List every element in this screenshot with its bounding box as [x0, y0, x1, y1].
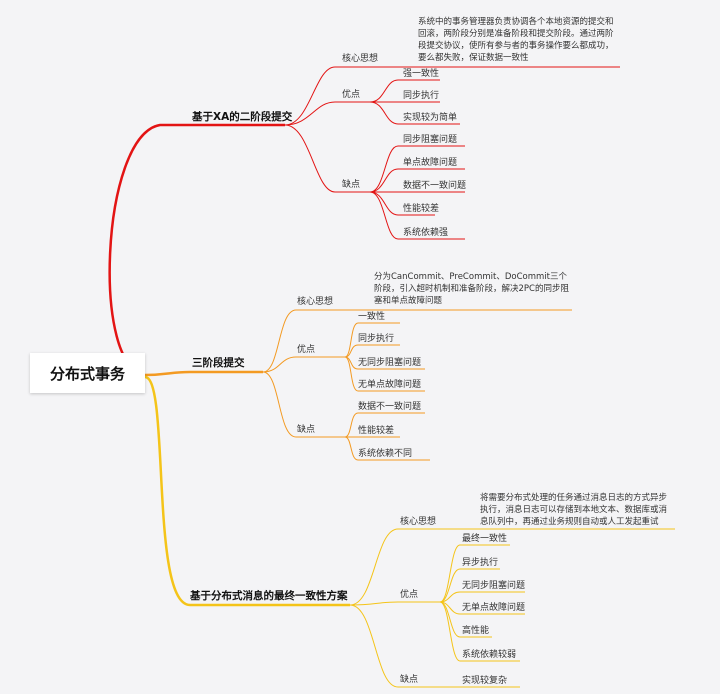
- mq-pro-item: 高性能: [462, 626, 490, 636]
- mq-core-text: 将需要分布式处理的任务通过消息日志的方式异步执行，消息日志可以存储到本地文本、数…: [480, 493, 668, 527]
- xa-con-item: 性能较差: [403, 204, 440, 214]
- 3pc-pro-item: 无单点故障问题: [358, 380, 422, 390]
- mq-pros-label: 优点: [400, 590, 419, 600]
- xa-con-item: 系统依赖强: [403, 228, 449, 238]
- 3pc-pros-label: 优点: [297, 345, 316, 355]
- xa-pro-item: 实现较为简单: [403, 113, 458, 123]
- xa-core-label: 核心思想: [342, 54, 379, 64]
- 3pc-con-item: 数据不一致问题: [358, 402, 422, 412]
- 3pc-pro-item: 无同步阻塞问题: [358, 358, 422, 368]
- xa-con-item: 同步阻塞问题: [403, 135, 458, 145]
- xa-pros-label: 优点: [342, 90, 361, 100]
- mq-core-label: 核心思想: [400, 517, 437, 527]
- 3pc-con-item: 系统依赖不同: [358, 449, 413, 459]
- 3pc-core-label: 核心思想: [297, 297, 334, 307]
- mq-cons-label: 缺点: [400, 675, 419, 685]
- xa-cons-label: 缺点: [342, 180, 361, 190]
- branch-mq-title: 基于分布式消息的最终一致性方案: [190, 590, 348, 602]
- xa-con-item: 数据不一致问题: [403, 181, 467, 191]
- branch-xa-title: 基于XA的二阶段提交: [192, 111, 293, 123]
- mq-pro-item: 无单点故障问题: [462, 603, 526, 613]
- 3pc-pro-item: 一致性: [358, 312, 386, 322]
- xa-core-text: 系统中的事务管理器负责协调各个本地资源的提交和回滚，两阶段分别是准备阶段和提交阶…: [418, 17, 614, 63]
- mq-pro-item: 最终一致性: [462, 534, 508, 544]
- xa-pro-item: 同步执行: [403, 91, 440, 101]
- 3pc-cons-label: 缺点: [297, 425, 316, 435]
- branch-3pc-title: 三阶段提交: [192, 357, 245, 369]
- 3pc-con-item: 性能较差: [358, 426, 395, 436]
- root-topic: 分布式事务: [30, 353, 145, 393]
- xa-pro-item: 强一致性: [403, 69, 440, 79]
- 3pc-pro-item: 同步执行: [358, 334, 395, 344]
- xa-con-item: 单点故障问题: [403, 158, 458, 168]
- mq-pro-item: 无同步阻塞问题: [462, 581, 526, 591]
- mq-con-item: 实现较复杂: [462, 676, 508, 686]
- mq-pro-item: 系统依赖较弱: [462, 650, 517, 660]
- 3pc-core-text: 分为CanCommit、PreCommit、DoCommit三个阶段，引入超时机…: [374, 272, 569, 306]
- mq-pro-item: 异步执行: [462, 558, 499, 568]
